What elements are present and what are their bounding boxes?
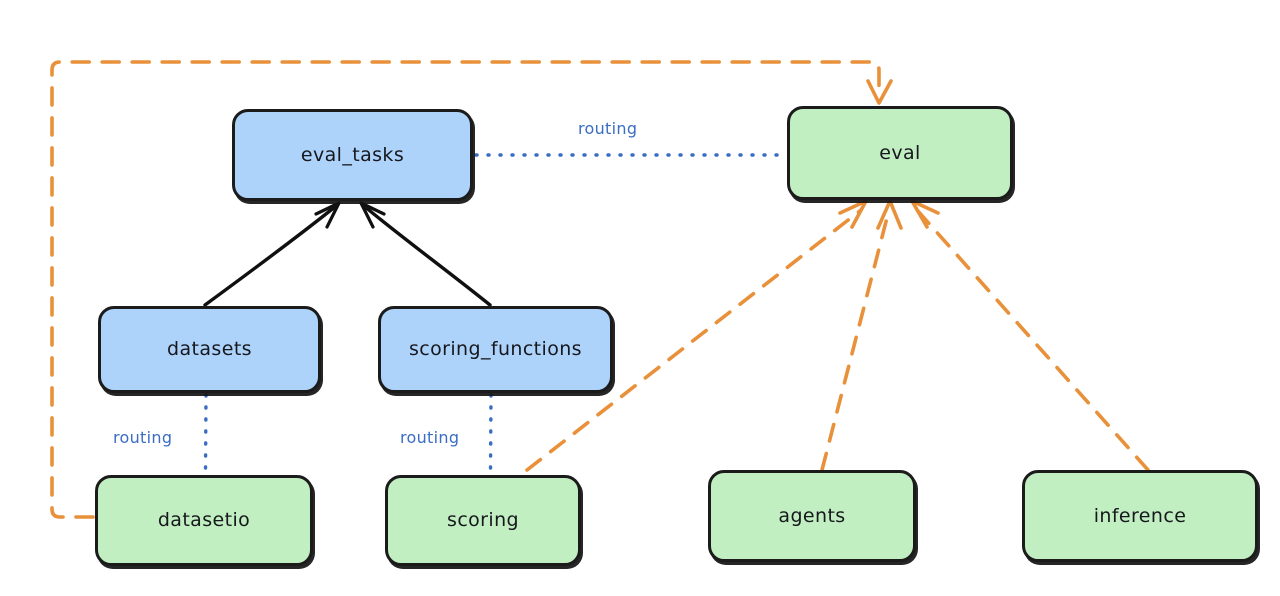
node-label: scoring_functions xyxy=(409,338,582,361)
edge-datasets-datasetio xyxy=(203,393,208,474)
node-label: agents xyxy=(778,504,846,527)
node-inference[interactable]: inference xyxy=(1022,470,1258,562)
edge-label-routing-datasets: routing xyxy=(113,428,173,447)
node-label: scoring xyxy=(447,509,519,532)
node-datasetio[interactable]: datasetio xyxy=(95,475,313,566)
node-label: inference xyxy=(1093,504,1187,527)
node-agents[interactable]: agents xyxy=(708,470,916,562)
edge-datasetio-eval xyxy=(50,60,893,519)
node-label: datasets xyxy=(167,338,252,361)
edge-label-routing-eval: routing xyxy=(578,119,638,138)
node-label: eval xyxy=(879,141,921,164)
edge-scoring-eval xyxy=(525,199,868,472)
edge-scoring_functions-scoring xyxy=(488,393,493,474)
node-eval[interactable]: eval xyxy=(787,106,1013,200)
node-scoring-functions[interactable]: scoring_functions xyxy=(378,306,613,393)
edge-inference-eval xyxy=(910,199,1150,472)
edge-scoring_functions-eval_tasks xyxy=(359,201,492,307)
edge-datasets-eval_tasks xyxy=(203,201,341,307)
node-label: eval_tasks xyxy=(300,143,405,166)
node-scoring[interactable]: scoring xyxy=(385,475,581,566)
node-datasets[interactable]: datasets xyxy=(98,306,321,393)
node-label: datasetio xyxy=(157,509,251,532)
edge-label-routing-scoring-functions: routing xyxy=(400,428,460,447)
edge-agents-eval xyxy=(820,199,903,472)
node-eval-tasks[interactable]: eval_tasks xyxy=(232,109,473,201)
